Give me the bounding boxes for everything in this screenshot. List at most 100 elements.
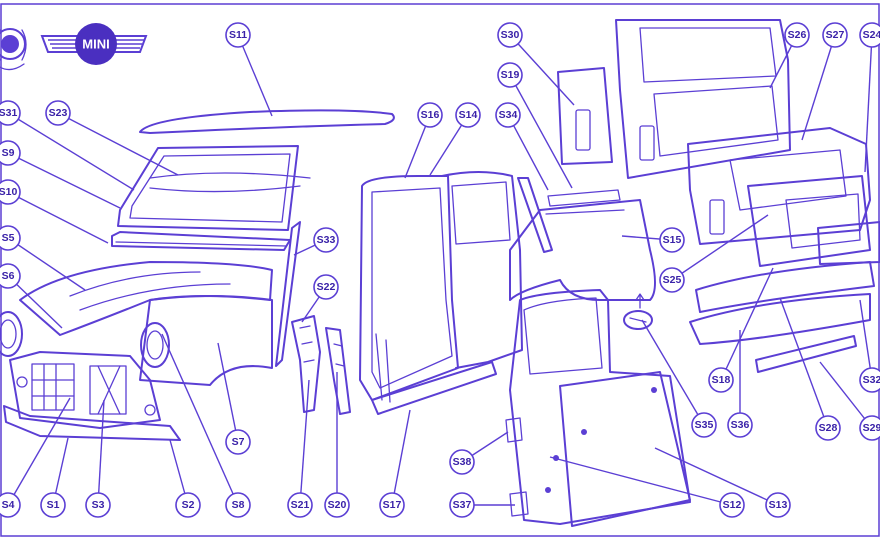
callout-circle: [691, 412, 717, 438]
callout-label: S4: [2, 499, 15, 511]
callout-s32: S32: [859, 367, 880, 393]
leader-line-s17: [391, 409, 411, 506]
callout-circle: [859, 22, 880, 48]
callout-s35: S35: [691, 412, 717, 438]
rear-panels: [557, 19, 871, 245]
callout-circle: [287, 492, 313, 518]
callout-circle: [379, 492, 405, 518]
leader-line-s18: [720, 267, 774, 381]
leader-line-s29: [819, 361, 873, 429]
callout-s30: S30: [497, 22, 523, 48]
callout-s19: S19: [497, 62, 523, 88]
leader-line-s35: [641, 319, 705, 426]
callout-s29: S29: [859, 415, 880, 441]
roof-panel: [139, 109, 395, 134]
callout-circle: [0, 225, 21, 251]
callout-s1: S1: [40, 492, 66, 518]
callout-label: S11: [229, 29, 247, 41]
leader-line-s34: [507, 114, 549, 191]
callout-circle: [0, 263, 21, 289]
callout-label: S16: [421, 109, 440, 121]
leader-line-s19: [509, 74, 573, 189]
callout-circle: [0, 140, 21, 166]
diagram-frame: [0, 3, 880, 537]
callout-label: S29: [863, 422, 880, 434]
callout-circle: [0, 100, 21, 126]
callout-label: S21: [291, 499, 310, 511]
callout-circle: [784, 22, 810, 48]
callout-circle: [0, 492, 21, 518]
callout-s33: S33: [313, 227, 339, 253]
callout-s6: S6: [0, 263, 21, 289]
callout-s18: S18: [708, 367, 734, 393]
callout-label: S18: [712, 374, 731, 386]
callout-s2: S2: [175, 492, 201, 518]
callout-s27: S27: [822, 22, 848, 48]
callout-s12: S12: [719, 492, 745, 518]
callout-label: S15: [663, 234, 682, 246]
callout-label: S32: [863, 374, 880, 386]
callout-circle: [0, 179, 21, 205]
leader-line-s5: [7, 237, 86, 291]
callout-circle: [85, 492, 111, 518]
callout-circle: [822, 22, 848, 48]
callout-s16: S16: [417, 102, 443, 128]
callout-circle: [708, 367, 734, 393]
crest-logo: [0, 28, 27, 71]
callout-label: S33: [317, 234, 336, 246]
callout-label: S20: [328, 499, 347, 511]
callout-circle: [225, 22, 251, 48]
leader-line-s30: [509, 34, 575, 106]
callout-label: S6: [2, 270, 15, 282]
leader-line-s23: [57, 112, 179, 176]
callout-circle: [659, 227, 685, 253]
callout-label: S3: [92, 499, 105, 511]
door-aperture-inner-side: [359, 171, 523, 415]
callout-s25: S25: [659, 267, 685, 293]
callout-s3: S3: [85, 492, 111, 518]
callout-label: S13: [769, 499, 788, 511]
callout-s13: S13: [765, 492, 791, 518]
callout-s36: S36: [727, 412, 753, 438]
callout-circle: [45, 100, 71, 126]
callout-label: S2: [182, 499, 195, 511]
callout-circle: [495, 102, 521, 128]
callout-label: S26: [788, 29, 807, 41]
callout-s21: S21: [287, 492, 313, 518]
callout-circle: [175, 492, 201, 518]
leader-line-s9: [7, 152, 121, 209]
callout-s34: S34: [495, 102, 521, 128]
leader-line-s10: [7, 191, 109, 244]
leader-line-s27: [801, 34, 836, 141]
leader-line-s11: [237, 34, 273, 117]
callout-label: S30: [501, 29, 520, 41]
leader-line-s28: [779, 297, 829, 429]
callout-circle: [859, 367, 880, 393]
callout-circle: [225, 429, 251, 455]
leader-line-s12: [549, 456, 733, 506]
callout-label: S35: [695, 419, 714, 431]
callout-s28: S28: [815, 415, 841, 441]
callout-label: S9: [2, 147, 15, 159]
callout-circle: [659, 267, 685, 293]
leader-line-s4: [7, 397, 71, 506]
callout-label: S17: [383, 499, 402, 511]
callout-s8: S8: [225, 492, 251, 518]
leader-line-s7: [217, 342, 239, 443]
callout-label: S12: [723, 499, 742, 511]
callout-label: S24: [863, 29, 880, 41]
callout-label: S36: [731, 419, 750, 431]
callout-s37: S37: [449, 492, 475, 518]
a-post-brackets: [291, 315, 351, 415]
callout-circle: [719, 492, 745, 518]
callout-label: S37: [453, 499, 472, 511]
callout-label: S1: [47, 499, 60, 511]
callout-label: S23: [49, 107, 68, 119]
callout-s5: S5: [0, 225, 21, 251]
callout-circle: [449, 449, 475, 475]
callout-s7: S7: [225, 429, 251, 455]
front-body-shell: [0, 145, 311, 441]
callout-circle: [449, 492, 475, 518]
callout-label: S25: [663, 274, 682, 286]
